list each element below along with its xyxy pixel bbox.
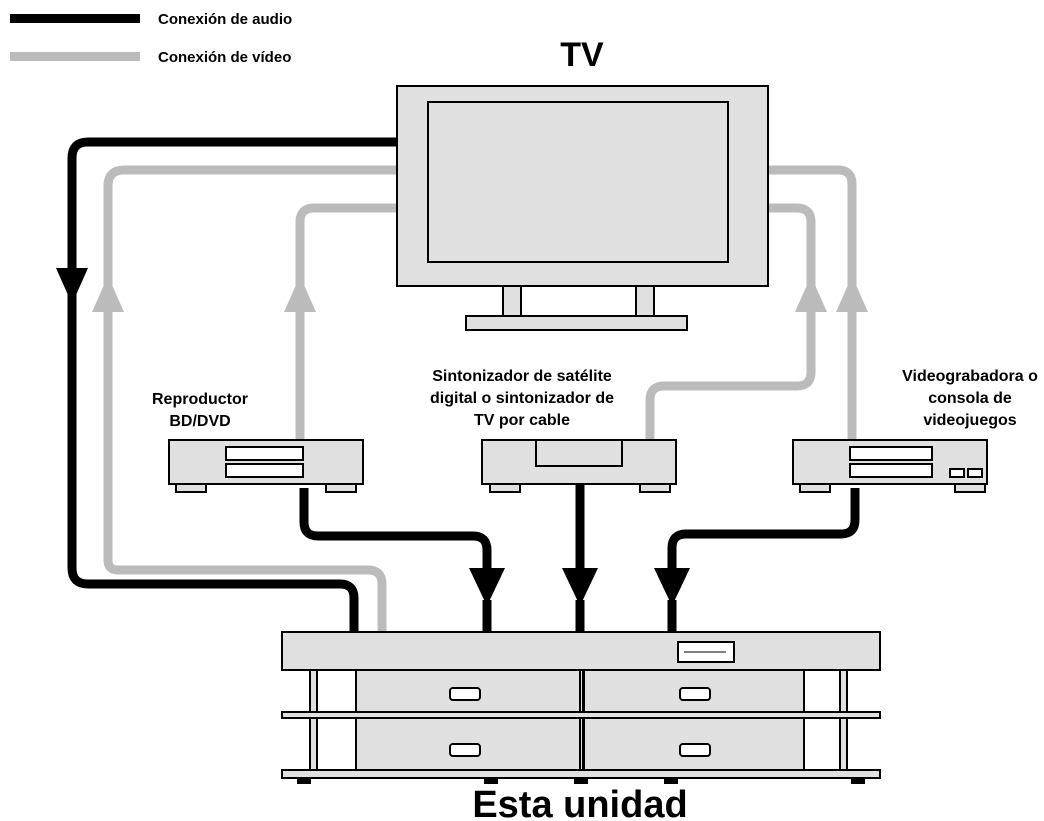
audio-line-vcr-to-unit [667, 488, 860, 580]
audio-arrow-left [56, 268, 88, 304]
tv-screen [427, 101, 729, 263]
vcr-label-line1: Videograbadora o [902, 368, 1038, 385]
unit-middle-shelf [281, 711, 881, 719]
unit-rack [281, 631, 881, 784]
tv-leg-left [502, 285, 522, 317]
legend-video-label: Conexión de vídeo [158, 49, 291, 66]
audio-arrow-vcr [654, 568, 690, 606]
tv [396, 85, 769, 331]
legend-audio-swatch [10, 14, 140, 23]
tuner-label-line3: TV por cable [474, 412, 570, 429]
audio-arrows [56, 268, 690, 606]
video-arrows [92, 276, 868, 312]
video-line-tv-to-unit [103, 165, 397, 632]
unit-top-panel [281, 631, 881, 671]
video-line-tuner-to-tv [645, 203, 816, 440]
audio-lines [67, 137, 860, 632]
bd-dvd-label-line2: BD/DVD [169, 413, 230, 430]
tuner-label-line2: digital o sintonizador de [430, 390, 614, 407]
bd-dvd-label-line1: Reproductor [152, 391, 248, 408]
video-arrow-left [92, 276, 124, 312]
legend: Conexión de audio Conexión de vídeo [10, 11, 292, 66]
vcr-label-line3: videojuegos [923, 412, 1016, 429]
audio-arrow-bd [469, 568, 505, 606]
unit-bottom-shelf [281, 769, 881, 779]
video-lines [103, 165, 857, 632]
video-arrow-tuner [795, 276, 827, 312]
tuner-label-line1: Sintonizador de satélite [432, 368, 612, 385]
legend-video-swatch [10, 52, 140, 61]
unit-label: Esta unidad [472, 784, 687, 821]
tuner-box [481, 439, 677, 493]
audio-line-tv-to-unit [67, 137, 397, 632]
audio-line-bd-to-unit [299, 488, 492, 580]
tv-leg-right [635, 285, 655, 317]
audio-arrow-tuner [562, 568, 598, 606]
video-line-bd-to-tv [295, 203, 397, 440]
tv-label: TV [560, 36, 604, 74]
vcr-box [792, 439, 988, 493]
video-arrow-bd [284, 276, 316, 312]
legend-audio-label: Conexión de audio [158, 11, 292, 28]
tv-base [465, 315, 688, 331]
bd-dvd-player [168, 439, 364, 493]
video-arrow-vcr [836, 276, 868, 312]
vcr-label-line2: consola de [928, 390, 1012, 407]
video-line-vcr-to-tv-outer [768, 165, 857, 440]
